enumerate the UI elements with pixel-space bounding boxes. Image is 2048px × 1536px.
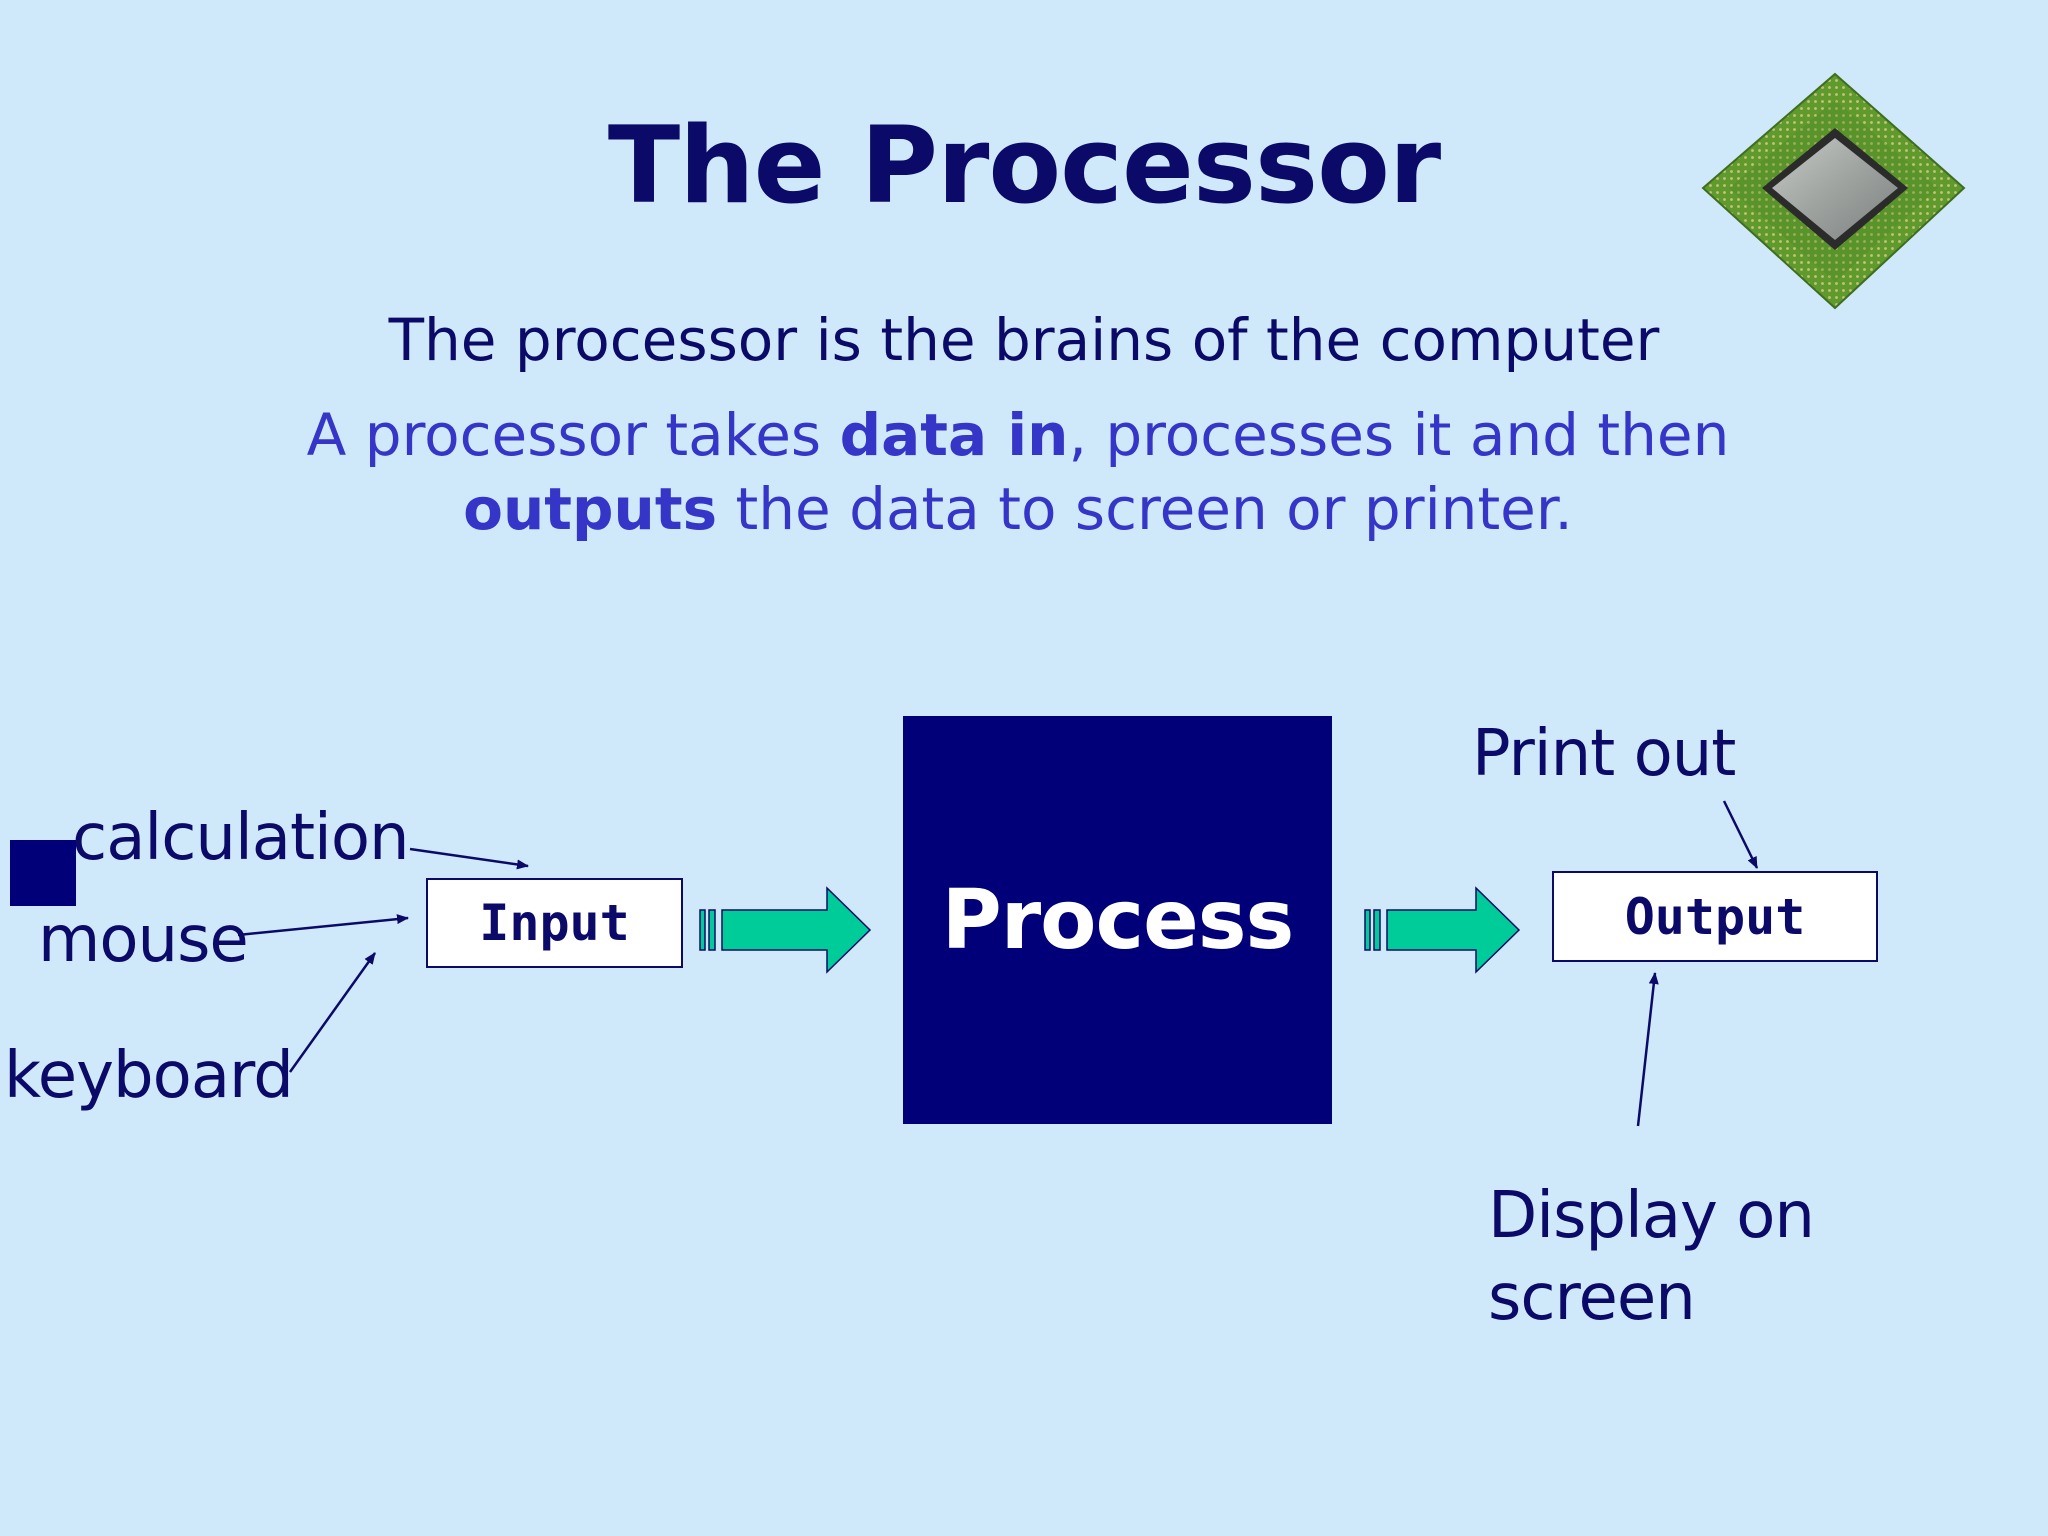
block-arrow-input-to-process <box>699 886 872 974</box>
process-box: Process <box>903 716 1332 1124</box>
processor-chip-image <box>1701 72 1966 310</box>
slide-title: The Processor <box>607 104 1441 227</box>
navy-square-marker <box>10 840 76 906</box>
input-label-calculation: calculation <box>72 801 410 875</box>
output-box: Output <box>1552 871 1878 962</box>
output-label-print-out: Print out <box>1472 717 1736 791</box>
output-label-display-line2: screen <box>1488 1261 1696 1335</box>
output-label-display-line1: Display on <box>1488 1179 1815 1253</box>
description-part2: , processes it and then <box>1068 401 1730 469</box>
input-box: Input <box>426 878 683 968</box>
input-label-mouse: mouse <box>38 903 249 977</box>
description-bold-outputs: outputs <box>463 475 718 544</box>
slide-subtitle: The processor is the brains of the compu… <box>388 306 1660 374</box>
description-bold-data-in: data in <box>839 401 1069 469</box>
description-part3: the data to screen or printer. <box>717 475 1573 544</box>
arrow-calculation-to-input <box>409 847 529 870</box>
block-arrow-process-to-output <box>1364 886 1521 974</box>
description-part1: A processor takes <box>306 401 840 469</box>
arrow-keyboard-to-input <box>288 952 377 1073</box>
arrow-printout-to-output <box>1722 800 1759 869</box>
arrow-display-to-output <box>1636 972 1659 1127</box>
slide-description: A processor takes data in, processes it … <box>180 398 1856 546</box>
arrow-mouse-to-input <box>237 914 409 937</box>
input-label-keyboard: keyboard <box>4 1039 294 1113</box>
